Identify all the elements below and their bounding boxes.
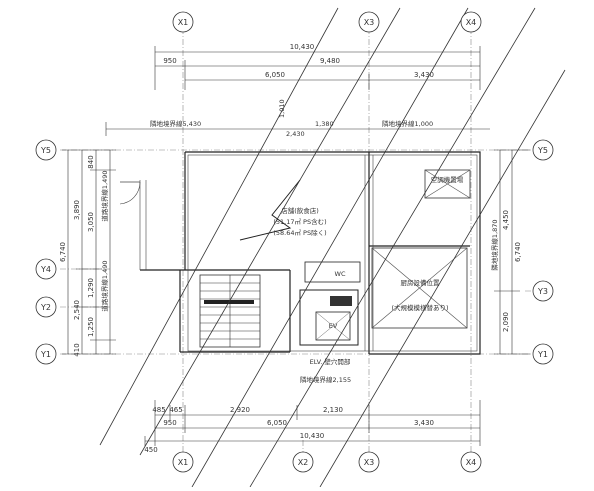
road-boundary-top: 道路境界線1,490 bbox=[100, 170, 109, 221]
store-area-excl: (58.64㎡ PS除く) bbox=[273, 228, 326, 237]
bubble-right-y3: Y3 bbox=[537, 287, 548, 296]
bubble-bottom-x4-circle bbox=[460, 451, 482, 473]
wc-label: WC bbox=[335, 270, 346, 278]
store-area-incl: (51.17㎡ PS含む) bbox=[273, 217, 326, 226]
kitchen-note: (大規模模様替あり) bbox=[391, 303, 448, 312]
bubble-bottom-x4: X4 bbox=[466, 458, 477, 467]
building-walls bbox=[140, 151, 481, 355]
bubble-left-y1: Y1 bbox=[40, 350, 51, 359]
dim-bottom-3430: 3,430 bbox=[414, 419, 434, 427]
dim-left-410: 410 bbox=[73, 343, 81, 356]
bottom-dimension-lines bbox=[144, 400, 481, 446]
dim-left-840: 840 bbox=[87, 155, 95, 168]
ev-label: EV bbox=[329, 322, 338, 330]
diagonal-lines bbox=[99, 7, 566, 488]
bubble-bottom-x2: X2 bbox=[298, 458, 309, 467]
bubble-right-y3-circle bbox=[532, 280, 554, 302]
bubble-bottom-x1-circle bbox=[172, 451, 194, 473]
bubble-top-x4: X4 bbox=[466, 18, 477, 27]
dim-left-overall: 6,740 bbox=[59, 242, 67, 262]
dim-right-overall: 6,740 bbox=[514, 242, 522, 262]
ac-area bbox=[424, 169, 471, 199]
bubble-top-x1-circle bbox=[172, 11, 194, 33]
dim-top-overall: 10,430 bbox=[290, 43, 315, 51]
dim-bottom-450: 450 bbox=[144, 446, 157, 454]
bubble-right-y5-circle bbox=[532, 139, 554, 161]
dim-bottom-2130: 2,130 bbox=[323, 406, 343, 414]
ev-opening-label: ELV. 壁穴開部 bbox=[310, 357, 351, 366]
entry-door-swing bbox=[119, 181, 141, 205]
bubble-top-x3: X3 bbox=[364, 18, 375, 27]
dim-left-3050: 3,050 bbox=[87, 212, 95, 232]
dim-top-6050: 6,050 bbox=[265, 71, 285, 79]
left-dimension-lines bbox=[62, 149, 116, 355]
store-name: 店舗(飲食店) bbox=[281, 206, 319, 215]
bubble-top-x1: X1 bbox=[178, 18, 189, 27]
elevator-area bbox=[299, 261, 361, 346]
bubble-top-x3-circle bbox=[358, 11, 380, 33]
dim-top-950: 950 bbox=[163, 57, 176, 65]
bubble-right-y5: Y5 bbox=[537, 146, 548, 155]
bubble-bottom-x2-circle bbox=[292, 451, 314, 473]
bubble-right-y1-circle bbox=[532, 343, 554, 365]
top-dimension-lines bbox=[105, 46, 490, 136]
bubble-left-y2: Y2 bbox=[40, 303, 51, 312]
bubble-bottom-x1: X1 bbox=[178, 458, 189, 467]
room-labels: 店舗(飲食店) (51.17㎡ PS含む) (58.64㎡ PS除く) 厨房設備… bbox=[273, 175, 463, 366]
dim-bottom-overall: 10,430 bbox=[300, 432, 325, 440]
dim-left-1290: 1,290 bbox=[87, 278, 95, 298]
right-dimension-lines bbox=[494, 149, 530, 355]
dim-bottom-2920: 2,920 bbox=[230, 406, 250, 414]
dim-bottom-485: 485 bbox=[152, 406, 165, 414]
dim-small-a: 1,380 bbox=[315, 120, 334, 128]
bubble-left-y5-circle bbox=[35, 139, 57, 161]
bubble-bottom-x3: X3 bbox=[364, 458, 375, 467]
boundary-left-label: 隣地境界線5,430 bbox=[150, 119, 201, 128]
dim-small-b: 1,010 bbox=[278, 99, 286, 118]
wall-inner-lines bbox=[139, 154, 478, 352]
bubble-right-y1: Y1 bbox=[537, 350, 548, 359]
dimension-labels: 10,430 950 9,480 6,050 3,430 隣地境界線5,430 … bbox=[59, 43, 522, 454]
kitchen-label: 厨房設備位置 bbox=[401, 278, 441, 287]
dim-right-2090: 2,090 bbox=[502, 312, 510, 332]
dim-bottom-950: 950 bbox=[163, 419, 176, 427]
dim-left-2540: 2,540 bbox=[73, 300, 81, 320]
dim-left-1250: 1,250 bbox=[87, 317, 95, 337]
grid-lines bbox=[60, 28, 545, 455]
bubble-left-y5: Y5 bbox=[40, 146, 51, 155]
dim-top-3430: 3,430 bbox=[414, 71, 434, 79]
road-boundary-mid: 道路境界線1,490 bbox=[100, 260, 109, 311]
dim-right-4450: 4,450 bbox=[502, 210, 510, 230]
dim-bottom-6050: 6,050 bbox=[267, 419, 287, 427]
ac-label: 空調機置場 bbox=[431, 175, 464, 184]
dim-top-9480: 9,480 bbox=[320, 57, 340, 65]
bubble-bottom-x3-circle bbox=[358, 451, 380, 473]
bubble-left-y1-circle bbox=[35, 343, 57, 365]
dim-bottom-465: 465 bbox=[169, 406, 182, 414]
kitchen-area bbox=[371, 247, 468, 329]
bubble-left-y4: Y4 bbox=[40, 265, 51, 274]
floor-step-line bbox=[239, 179, 301, 241]
bubble-left-y2-circle bbox=[35, 296, 57, 318]
bottom-boundary-label: 隣地境界線2,155 bbox=[300, 375, 351, 384]
bubble-top-x4-circle bbox=[460, 11, 482, 33]
bubble-left-y4-circle bbox=[35, 258, 57, 280]
dim-left-3890: 3,890 bbox=[73, 200, 81, 220]
boundary-right-side: 隣地境界線1,870 bbox=[490, 219, 499, 270]
dim-small-c: 2,430 bbox=[286, 130, 305, 138]
boundary-right-label: 隣地境界線1,000 bbox=[382, 119, 433, 128]
